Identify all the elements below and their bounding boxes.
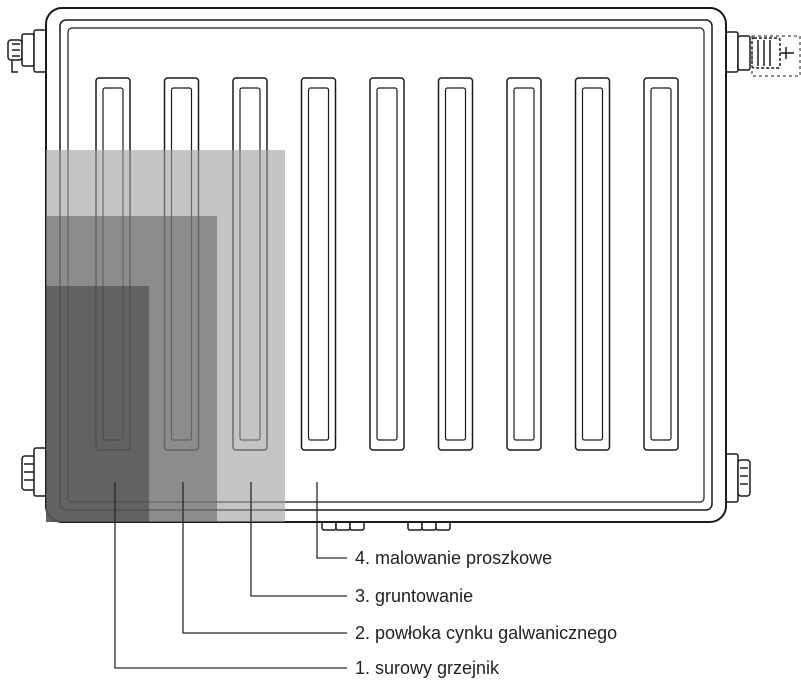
valve-top-left-icon xyxy=(7,29,47,73)
radiator-fin xyxy=(300,77,337,451)
leader-lines xyxy=(114,482,347,669)
leader-line-3 xyxy=(250,482,347,597)
valve-top-right-icon xyxy=(725,31,801,77)
label-layer-1: 1. surowy grzejnik xyxy=(355,658,500,678)
valve-bottom-right-icon xyxy=(725,453,751,503)
radiator-fin-inner xyxy=(581,87,604,441)
leader-line-1 xyxy=(114,482,347,669)
leader-line-4 xyxy=(316,482,347,559)
leader-line-2 xyxy=(182,482,347,634)
radiator-fin xyxy=(369,77,405,451)
radiator-fin xyxy=(643,77,679,451)
layer-1-area xyxy=(46,286,149,522)
radiator-fin xyxy=(437,77,474,451)
label-layer-4: 4. malowanie proszkowe xyxy=(355,548,552,568)
radiator-fin xyxy=(574,77,611,451)
radiator-fin-inner xyxy=(513,87,535,441)
radiator-fin-inner xyxy=(307,87,330,441)
radiator-fin xyxy=(506,77,542,451)
valve-bottom-left-icon xyxy=(21,447,47,497)
label-layer-2: 2. powłoka cynku galwanicznego xyxy=(355,623,617,643)
radiator-fin-inner xyxy=(376,87,398,441)
label-layer-3: 3. gruntowanie xyxy=(355,586,473,606)
radiator-fin-inner xyxy=(444,87,467,441)
radiator-fin-inner xyxy=(650,87,672,441)
